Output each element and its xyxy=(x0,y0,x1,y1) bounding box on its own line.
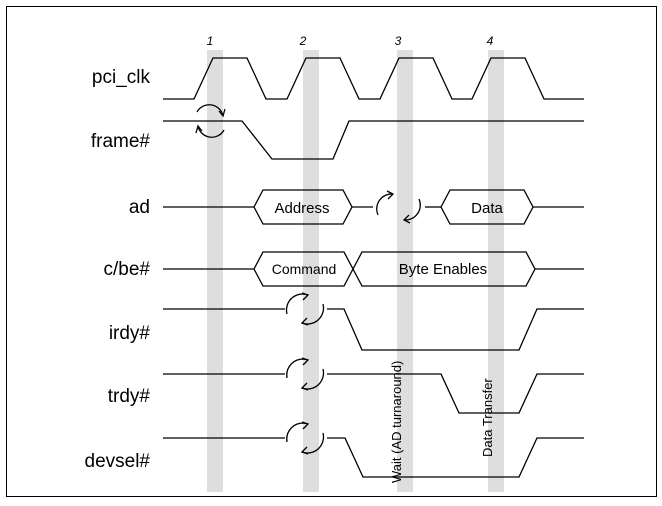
data-label: Data xyxy=(471,200,503,217)
wait-annotation: Wait (AD turnaround) xyxy=(389,361,404,483)
frame-waveform xyxy=(163,120,584,160)
signal-label-pci-clk: pci_clk xyxy=(92,67,151,88)
ad-turnaround-icon xyxy=(376,190,421,224)
clock-number-2: 2 xyxy=(299,34,307,48)
cbe-bus xyxy=(163,251,584,287)
clock-band-4 xyxy=(488,50,504,492)
clock-number-3: 3 xyxy=(395,34,402,48)
clock-band-1 xyxy=(207,50,223,492)
signal-label-cbe: c/be# xyxy=(104,259,151,280)
clock-number-1: 1 xyxy=(207,34,214,48)
ad-bus xyxy=(163,189,584,225)
signal-label-trdy: trdy# xyxy=(108,386,151,407)
byte-enables-label: Byte Enables xyxy=(399,261,487,278)
irdy-waveform-driven xyxy=(327,308,584,351)
clock-band-2 xyxy=(303,50,319,492)
clock-band-3 xyxy=(397,50,413,492)
devsel-waveform-driven xyxy=(327,437,584,478)
signal-label-ad: ad xyxy=(129,197,150,218)
diagram-border xyxy=(6,6,657,497)
trdy-tristate-icon xyxy=(286,357,325,391)
signal-label-frame: frame# xyxy=(91,131,151,152)
command-label: Command xyxy=(272,261,337,277)
signal-label-devsel: devsel# xyxy=(85,451,151,472)
devsel-tristate-icon xyxy=(286,421,325,455)
pci-clk-waveform xyxy=(163,57,584,100)
data-transfer-annotation: Data Transfer xyxy=(480,378,495,457)
signal-label-irdy: irdy# xyxy=(109,323,151,344)
address-label: Address xyxy=(274,200,329,217)
irdy-tristate-icon xyxy=(285,292,325,326)
frame-tristate-icon xyxy=(195,104,226,138)
clock-number-4: 4 xyxy=(487,34,494,48)
trdy-waveform-driven xyxy=(327,373,584,414)
